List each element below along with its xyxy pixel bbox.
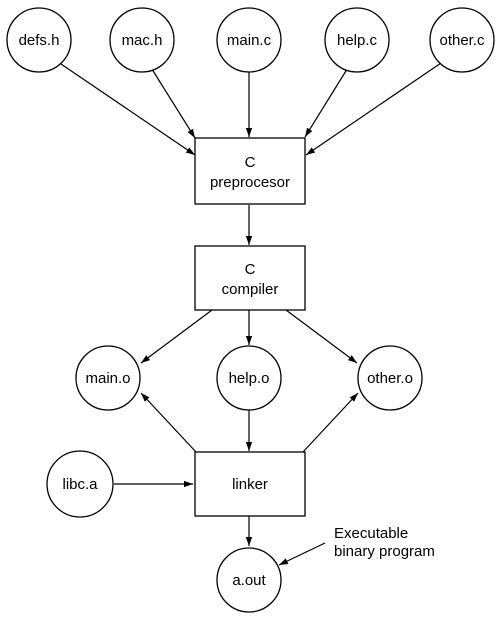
help-o-label: help.o [229, 370, 270, 387]
defs-h-circle [6, 7, 72, 73]
annotation-line1: Executable [334, 525, 408, 542]
main-c-circle [216, 7, 282, 73]
other-o-label: other.o [367, 370, 413, 387]
libc-a-circle [46, 450, 114, 518]
edge-mac-h-to-preprocessor [149, 65, 196, 139]
edge-annotation-to-a-out [278, 542, 326, 566]
preprocessor-box [194, 137, 306, 205]
preprocessor-label-line1: C [245, 154, 256, 171]
edge-compiler-to-other-o [285, 309, 358, 364]
node-mac-h: mac.h [109, 7, 175, 73]
edge-linker-to-other-o [302, 392, 359, 453]
edge-defs-h-to-preprocessor [60, 63, 196, 156]
edge-compiler-to-main-o [140, 309, 213, 364]
node-other-c: other.c [429, 7, 495, 73]
linker-box [194, 451, 306, 517]
node-linker: linker [194, 451, 306, 517]
help-o-circle [216, 345, 282, 411]
main-o-circle [75, 345, 141, 411]
node-main-c: main.c [216, 7, 282, 73]
defs-h-label: defs.h [19, 32, 60, 49]
linker-label: linker [232, 476, 268, 493]
other-o-circle [357, 345, 423, 411]
compiler-label-line2: compiler [222, 281, 279, 298]
compiler-label-line1: C [245, 261, 256, 278]
node-other-o: other.o [357, 345, 423, 411]
libc-a-label: libc.a [62, 476, 98, 493]
edges [60, 62, 442, 566]
annotation-executable: Executable binary program [334, 525, 435, 560]
other-c-circle [429, 7, 495, 73]
edge-linker-to-main-o [140, 392, 197, 453]
mac-h-circle [109, 7, 175, 73]
a-out-label: a.out [232, 572, 266, 589]
annotation-line2: binary program [334, 543, 435, 560]
node-a-out: a.out [216, 547, 282, 613]
compiler-box [194, 245, 306, 311]
node-libc-a: libc.a [46, 450, 114, 518]
edge-other-c-to-preprocessor [305, 62, 442, 156]
node-compiler: C compiler [194, 245, 306, 311]
a-out-circle [216, 547, 282, 613]
help-c-label: help.c [337, 32, 378, 49]
help-c-circle [324, 7, 390, 73]
main-o-label: main.o [85, 370, 130, 387]
preprocessor-label-line2: preprocesor [210, 174, 290, 191]
node-help-o: help.o [216, 345, 282, 411]
other-c-label: other.c [439, 32, 485, 49]
node-preprocessor: C preprocesor [194, 137, 306, 205]
node-help-c: help.c [324, 7, 390, 73]
node-defs-h: defs.h [6, 7, 72, 73]
mac-h-label: mac.h [122, 32, 163, 49]
main-c-label: main.c [227, 32, 272, 49]
edge-help-c-to-preprocessor [304, 65, 350, 138]
node-main-o: main.o [75, 345, 141, 411]
